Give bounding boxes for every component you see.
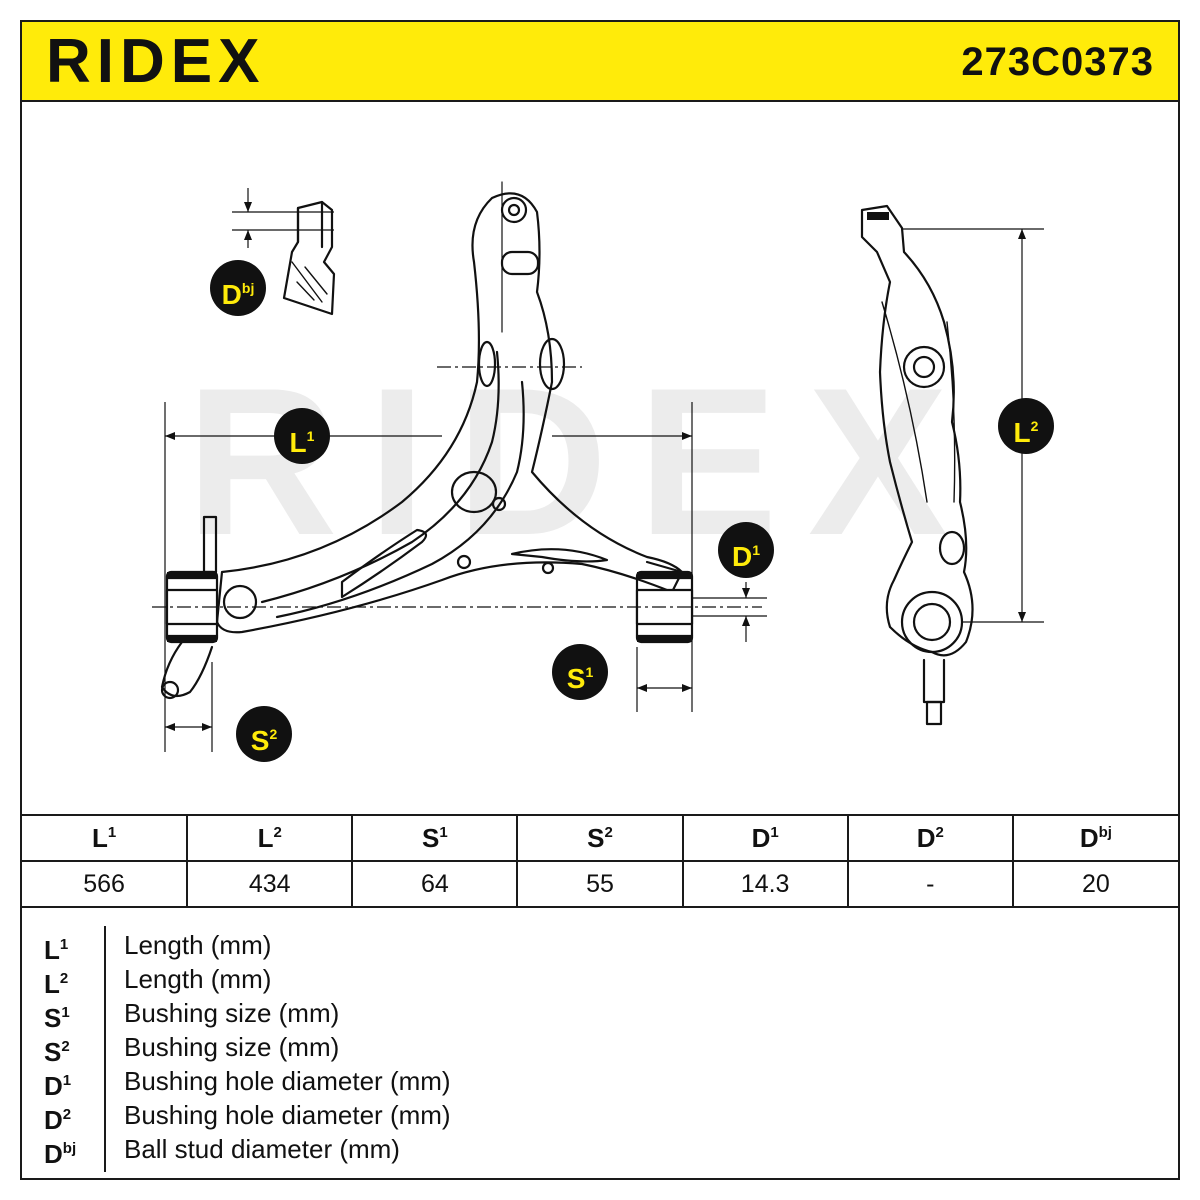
badge-s1: S1 [552, 644, 608, 700]
spec-table-value-row: 566 434 64 55 14.3 - 20 [22, 860, 1178, 908]
badge-l1-sup: 1 [306, 428, 315, 444]
legend-code: L2 [44, 962, 68, 1001]
legend-code-base: L [44, 969, 60, 999]
badge-s2-sup: 2 [269, 726, 278, 742]
badge-l2-sup: 2 [1030, 418, 1039, 434]
part-number: 273C0373 [961, 40, 1154, 84]
spec-header-base: D [751, 822, 771, 853]
badge-d1-base: D [731, 541, 753, 572]
legend-item: L1 Length (mm) [22, 928, 1178, 965]
legend-item: S1 Bushing size (mm) [22, 996, 1178, 1033]
legend-description: Bushing hole diameter (mm) [124, 1100, 451, 1130]
spec-header-base: L [91, 822, 108, 853]
legend-description: Bushing size (mm) [124, 998, 340, 1028]
spec-table-header-row: L1 L2 S1 S2 D1 D2 Dbj [22, 814, 1178, 862]
legend-code-sup: 2 [62, 1106, 72, 1123]
badge-l2: L2 [998, 398, 1054, 454]
spec-value-s2: 55 [516, 860, 684, 908]
legend-code: Dbj [44, 1132, 76, 1171]
control-arm-drawing: RIDEX [152, 181, 1044, 752]
legend-divider [104, 926, 106, 1172]
badge-dbj-sup: bj [241, 280, 255, 296]
legend-code: D2 [44, 1098, 71, 1137]
badge-s1-sup: 1 [585, 664, 594, 680]
legend-item: D1 Bushing hole diameter (mm) [22, 1064, 1178, 1101]
legend-description: Length (mm) [124, 964, 272, 994]
badge-dbj: Dbj [210, 260, 266, 316]
legend-description: Bushing hole diameter (mm) [124, 1066, 451, 1096]
legend-code: D1 [44, 1064, 71, 1103]
legend-item: Dbj Ball stud diameter (mm) [22, 1132, 1178, 1169]
datasheet-frame: RIDEX 273C0373 RIDEX [20, 20, 1180, 1180]
spec-header-d2: D2 [846, 814, 1014, 862]
spec-header-base: S [587, 822, 605, 853]
legend-description: Ball stud diameter (mm) [124, 1134, 400, 1164]
legend-code-sup: 2 [59, 970, 69, 987]
spec-header-base: L [257, 822, 274, 853]
legend-code-sup: 1 [62, 1072, 72, 1089]
badge-l2-base: L [1013, 417, 1031, 448]
control-arm-outline [215, 192, 684, 634]
legend-code-base: D [44, 1139, 63, 1169]
ball-joint-detail [282, 200, 336, 316]
legend-description: Length (mm) [124, 930, 272, 960]
technical-drawing: RIDEX [22, 102, 1178, 814]
legend-description: Bushing size (mm) [124, 1032, 340, 1062]
spec-value-l2: 434 [186, 860, 354, 908]
legend: L1 Length (mm) L2 Length (mm) S1 Bushing… [22, 914, 1178, 1178]
spec-value-l1: 566 [22, 860, 189, 908]
spec-header-sup: bj [1098, 823, 1112, 841]
spec-header-l1: L1 [22, 814, 189, 862]
spec-header-s2: S2 [516, 814, 684, 862]
spec-header-base: D [916, 822, 936, 853]
badge-s2: S2 [236, 706, 292, 762]
badge-dbj-base: D [221, 279, 242, 310]
spec-value-d2: - [846, 860, 1014, 908]
badge-l1-base: L [289, 427, 307, 458]
spec-value-s1: 64 [351, 860, 519, 908]
legend-code-base: L [44, 935, 60, 965]
spec-header-sup: 2 [604, 823, 613, 841]
spec-header-sup: 2 [273, 823, 282, 841]
legend-code-sup: 1 [59, 936, 69, 953]
legend-item: S2 Bushing size (mm) [22, 1030, 1178, 1067]
spec-header-sup: 1 [107, 823, 117, 841]
header-bar: RIDEX 273C0373 [22, 22, 1178, 102]
legend-code-base: D [44, 1071, 63, 1101]
spec-header-base: D [1079, 822, 1099, 853]
spec-header-sup: 2 [935, 823, 944, 841]
legend-code: L1 [44, 928, 68, 967]
badge-s2-base: S [250, 725, 270, 756]
spec-header-s1: S1 [351, 814, 519, 862]
spec-header-base: S [422, 822, 440, 853]
legend-code: S2 [44, 1030, 70, 1069]
spec-header-dbj: Dbj [1011, 814, 1178, 862]
legend-code: S1 [44, 996, 70, 1035]
legend-code-sup: 1 [61, 1004, 70, 1021]
legend-code-sup: bj [62, 1140, 77, 1157]
legend-code-base: S [44, 1037, 62, 1067]
legend-code-base: S [44, 1003, 62, 1033]
badge-s1-base: S [566, 663, 586, 694]
legend-code-sup: 2 [61, 1038, 70, 1055]
legend-item: D2 Bushing hole diameter (mm) [22, 1098, 1178, 1135]
badge-d1: D1 [718, 522, 774, 578]
badge-d1-sup: 1 [752, 542, 761, 558]
legend-code-base: D [44, 1105, 63, 1135]
legend-item: L2 Length (mm) [22, 962, 1178, 999]
brand-logo: RIDEX [46, 27, 266, 96]
spec-table: L1 L2 S1 S2 D1 D2 Dbj 566 434 64 55 14.3… [22, 814, 1178, 908]
spec-header-sup: 1 [770, 823, 779, 841]
spec-header-l2: L2 [186, 814, 354, 862]
badge-l1: L1 [274, 408, 330, 464]
spec-value-d1: 14.3 [681, 860, 849, 908]
spec-value-dbj: 20 [1011, 860, 1178, 908]
spec-header-d1: D1 [681, 814, 849, 862]
spec-header-sup: 1 [439, 823, 448, 841]
